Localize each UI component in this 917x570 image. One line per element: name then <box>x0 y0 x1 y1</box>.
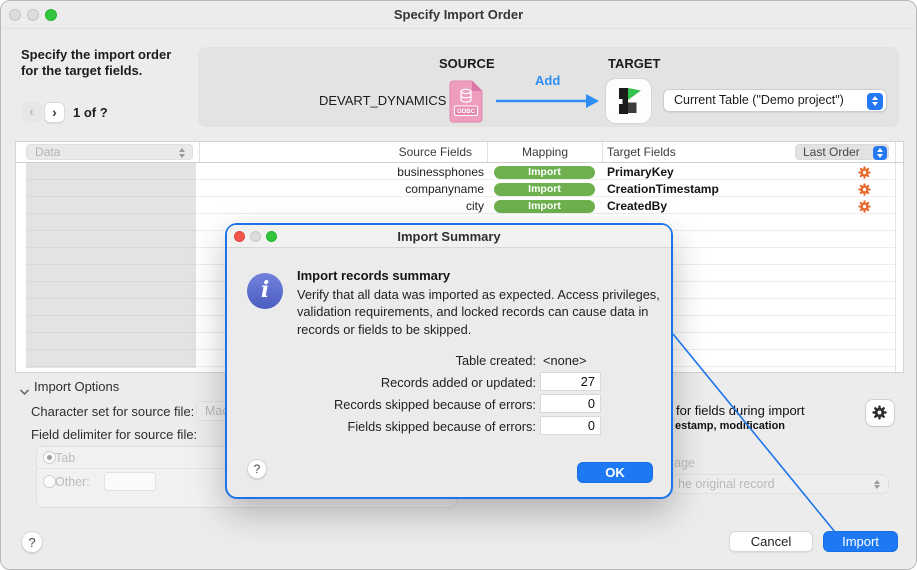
scrollbar-divider <box>895 142 896 372</box>
language-label-fragment: age <box>674 456 695 470</box>
auto-enter-sublabel-fragment: estamp, modification <box>675 420 786 432</box>
stepper-icon <box>177 148 187 158</box>
cancel-button[interactable]: Cancel <box>729 531 813 552</box>
field-options-gear-icon[interactable] <box>858 200 871 218</box>
column-header-target-fields: Target Fields <box>607 145 676 159</box>
record-position-label: 1 of ? <box>73 105 108 120</box>
stat-label: Records skipped because of errors: <box>333 397 536 412</box>
stat-label: Records added or updated: <box>380 375 536 390</box>
source-name-label: DEVART_DYNAMICS <box>319 93 447 108</box>
data-column-header-value: Data <box>35 145 61 159</box>
radio-tab[interactable] <box>43 451 56 464</box>
import-options-disclosure[interactable]: Import Options <box>34 379 120 394</box>
stat-value-field: 0 <box>540 394 601 413</box>
sort-order-value: Last Order <box>803 145 860 159</box>
other-option-label: Other: <box>55 475 90 489</box>
delimiter-label: Field delimiter for source file: <box>31 427 198 442</box>
dialog-help-button[interactable]: ? <box>247 459 267 479</box>
dialog-titlebar: Import Summary <box>227 225 671 248</box>
source-heading: SOURCE <box>439 56 495 71</box>
add-mapping-label: Add <box>535 73 561 88</box>
table-row[interactable]: companyname Import CreationTimestamp <box>16 181 895 198</box>
source-to-target-arrow-icon <box>493 87 601 118</box>
auto-enter-label-fragment: for fields during import <box>676 403 805 418</box>
source-target-panel <box>198 47 899 127</box>
data-preview-column <box>26 163 196 368</box>
close-window-button[interactable] <box>9 9 21 21</box>
info-icon: i <box>247 273 283 309</box>
stepper-icon <box>873 146 887 160</box>
sort-order-select[interactable]: Last Order <box>795 144 889 160</box>
dialog-title: Import Summary <box>397 229 501 244</box>
charset-label: Character set for source file: <box>31 404 195 419</box>
window-title: Specify Import Order <box>393 7 524 22</box>
help-button[interactable]: ? <box>21 531 43 553</box>
record-handling-select[interactable]: he original record <box>671 474 889 494</box>
minimize-window-button[interactable] <box>27 9 39 21</box>
radio-other[interactable] <box>43 475 56 488</box>
target-table-select[interactable]: Current Table ("Demo project") <box>663 89 887 112</box>
instruction-line-1: Specify the import order <box>21 47 172 62</box>
tab-option-label: Tab <box>55 451 76 465</box>
stepper-icon <box>872 479 882 490</box>
zoom-window-button[interactable] <box>45 9 57 21</box>
zoom-window-button[interactable] <box>266 231 277 242</box>
summary-body-text: Verify that all data was imported as exp… <box>297 287 660 337</box>
data-column-header-select[interactable]: Data <box>26 144 193 160</box>
column-header-mapping: Mapping <box>521 145 569 159</box>
mapping-toggle-button[interactable]: Import <box>494 200 595 213</box>
chevron-right-icon: › <box>52 104 57 120</box>
import-button[interactable]: Import <box>823 531 898 552</box>
filemaker-app-icon <box>606 79 651 123</box>
stat-label: Fields skipped because of errors: <box>347 419 537 434</box>
instruction-line-2: for the target fields. <box>21 63 143 78</box>
target-field-name: CreationTimestamp <box>607 182 719 196</box>
odbc-file-icon: ODBC <box>449 80 483 128</box>
next-record-button[interactable]: › <box>44 102 65 123</box>
import-summary-dialog: Import Summary i Import records summary … <box>225 223 673 499</box>
auto-enter-options-button[interactable] <box>866 400 894 426</box>
target-table-value: Current Table ("Demo project") <box>674 93 844 107</box>
delimiter-option-other[interactable]: Other: <box>37 469 456 497</box>
stat-value-field: 27 <box>540 372 601 391</box>
source-field-name: companyname <box>405 182 484 196</box>
target-field-name: PrimaryKey <box>607 165 674 179</box>
table-row[interactable]: city Import CreatedBy <box>16 198 895 215</box>
target-heading: TARGET <box>608 56 661 71</box>
table-row[interactable]: businessphones Import PrimaryKey <box>16 164 895 181</box>
gear-icon <box>872 405 887 425</box>
window-titlebar: Specify Import Order <box>1 1 916 29</box>
odbc-badge-label: ODBC <box>457 108 476 115</box>
minimize-window-button[interactable] <box>250 231 261 242</box>
record-handling-value: he original record <box>678 477 775 491</box>
field-options-gear-icon[interactable] <box>858 183 871 201</box>
other-delimiter-input[interactable] <box>104 472 156 491</box>
target-field-name: CreatedBy <box>607 199 668 213</box>
source-field-name: businessphones <box>397 165 484 179</box>
stat-label: Table created: <box>455 353 536 368</box>
chevron-left-icon: ‹ <box>29 103 34 119</box>
mapping-toggle-button[interactable]: Import <box>494 166 595 179</box>
stat-value-field: 0 <box>540 416 601 435</box>
chevron-down-icon[interactable] <box>19 383 30 401</box>
close-window-button[interactable] <box>234 231 245 242</box>
ok-button[interactable]: OK <box>577 462 653 483</box>
field-options-gear-icon[interactable] <box>858 166 871 184</box>
column-header-source-fields: Source Fields <box>398 145 472 159</box>
source-field-name: city <box>466 199 484 213</box>
mapping-toggle-button[interactable]: Import <box>494 183 595 196</box>
stepper-icon <box>867 92 883 110</box>
summary-heading: Import records summary <box>297 268 451 283</box>
charset-value: Mac <box>205 404 229 418</box>
previous-record-button[interactable]: ‹ <box>21 102 42 123</box>
stat-value: <none> <box>543 353 587 368</box>
